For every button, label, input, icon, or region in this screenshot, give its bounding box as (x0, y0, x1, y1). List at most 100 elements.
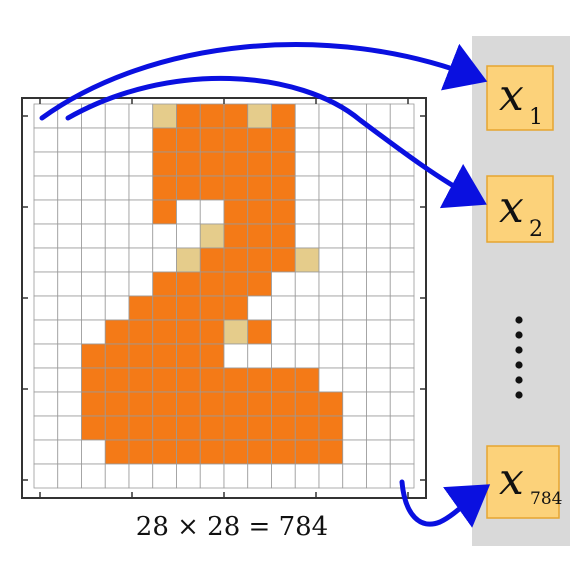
pixel-cell (318, 343, 344, 369)
pixel-cell (152, 463, 177, 489)
pixel-cell (152, 319, 177, 345)
pixel-cell (342, 463, 367, 489)
pixel-cell (128, 175, 154, 201)
pixel-cell (57, 295, 82, 321)
pixel-cell (271, 151, 296, 177)
pixel-cell (176, 151, 201, 177)
pixel-cell (57, 391, 82, 417)
pixel-cell (389, 103, 415, 129)
pixel-cell (294, 151, 320, 177)
pixel-cell (199, 415, 225, 441)
pixel-cell (81, 319, 106, 345)
pixel-cell (176, 367, 201, 393)
pixel-cell (33, 319, 59, 345)
pixel-cell (271, 271, 296, 297)
pixel-cell (104, 439, 130, 465)
pixel-cell (294, 271, 320, 297)
variable-subscript: 1 (529, 105, 543, 130)
pixel-cell (271, 295, 296, 321)
pixel-cell (199, 439, 225, 465)
pixel-cell (152, 439, 177, 465)
pixel-cell (271, 103, 296, 129)
pixel-cell (247, 223, 272, 249)
pixel-cell (199, 367, 225, 393)
pixel-cell (366, 463, 391, 489)
pixel-cell (128, 463, 154, 489)
pixel-cell (81, 415, 106, 441)
pixel-cell (176, 319, 201, 345)
pixel-cell (128, 415, 154, 441)
pixel-cell (128, 367, 154, 393)
pixel-cell (223, 103, 249, 129)
pixel-cell (271, 199, 296, 225)
pixel-cell (104, 319, 130, 345)
variable-box (486, 175, 554, 243)
pixel-cell (33, 247, 59, 273)
pixel-cell (389, 439, 415, 465)
pixel-cell (199, 319, 225, 345)
pixel-cell (176, 247, 201, 273)
pixel-cell (366, 247, 391, 273)
pixel-cell (223, 223, 249, 249)
pixel-cell (223, 463, 249, 489)
pixel-cell (247, 343, 272, 369)
pixel-cell (223, 295, 249, 321)
pixel-cell (152, 367, 177, 393)
pixel-cell (57, 127, 82, 153)
pixel-cell (128, 271, 154, 297)
pixel-cell (176, 439, 201, 465)
variable-x784: x 784 (486, 445, 562, 519)
pixel-cell (104, 391, 130, 417)
pixel-cell (294, 343, 320, 369)
pixel-cell (342, 247, 367, 273)
pixel-cell (57, 175, 82, 201)
pixel-cell (104, 247, 130, 273)
pixel-cell (342, 223, 367, 249)
pixel-cell (389, 223, 415, 249)
pixel-cell (342, 343, 367, 369)
pixel-cell (318, 247, 344, 273)
pixel-cell (318, 463, 344, 489)
pixel-cell (81, 223, 106, 249)
variable-letter: x (499, 182, 524, 233)
pixel-cell (176, 343, 201, 369)
pixel-cell (366, 223, 391, 249)
pixel-cell (152, 247, 177, 273)
pixel-cell (223, 175, 249, 201)
pixel-cell (366, 175, 391, 201)
pixel-cell (366, 151, 391, 177)
pixel-cell (81, 463, 106, 489)
pixel-grid (21, 97, 427, 499)
pixel-cell (128, 199, 154, 225)
pixel-cell (389, 295, 415, 321)
pixel-cell (342, 199, 367, 225)
pixel-cell (318, 319, 344, 345)
pixel-cell (104, 199, 130, 225)
pixel-cell (342, 127, 367, 153)
pixel-cell (389, 391, 415, 417)
pixel-cell (247, 247, 272, 273)
pixel-cell (294, 175, 320, 201)
pixel-cell (152, 343, 177, 369)
pixel-cell (318, 367, 344, 393)
pixel-cell (271, 439, 296, 465)
pixel-cell (176, 223, 201, 249)
pixel-cell (33, 343, 59, 369)
pixel-cell (271, 415, 296, 441)
pixel-cell (223, 343, 249, 369)
pixel-cell (318, 391, 344, 417)
pixel-cell (318, 175, 344, 201)
pixel-cell (318, 127, 344, 153)
pixel-cell (152, 199, 177, 225)
pixel-cell (199, 151, 225, 177)
pixel-cell (247, 151, 272, 177)
pixel-cell (152, 103, 177, 129)
pixel-cell (294, 463, 320, 489)
pixel-cell (271, 463, 296, 489)
pixel-cell (81, 151, 106, 177)
pixel-cell (152, 127, 177, 153)
pixel-cell (271, 319, 296, 345)
pixel-cell (104, 103, 130, 129)
arrow-to-x784 (399, 479, 491, 528)
pixel-cell (199, 247, 225, 273)
